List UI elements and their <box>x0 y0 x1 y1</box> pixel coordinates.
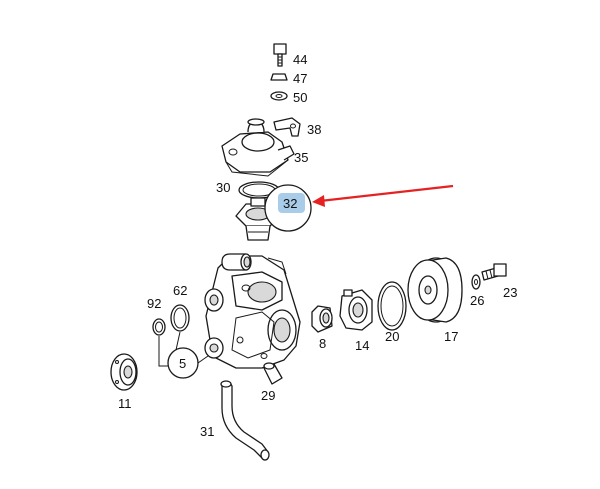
label-92: 92 <box>147 296 161 311</box>
label-5: 5 <box>179 356 186 371</box>
label-47: 47 <box>293 71 307 86</box>
part-29-plug <box>263 362 283 385</box>
part-92-o-ring <box>152 318 166 336</box>
water-pump-housing <box>204 253 301 369</box>
part-26-washer <box>471 274 481 290</box>
label-14: 14 <box>355 338 369 353</box>
label-23: 23 <box>503 285 517 300</box>
part-20-o-ring <box>377 281 407 331</box>
label-50: 50 <box>293 90 307 105</box>
label-30: 30 <box>216 180 230 195</box>
label-8: 8 <box>319 336 326 351</box>
part-32-callout <box>264 184 312 232</box>
label-44: 44 <box>293 52 307 67</box>
part-47-washer <box>270 73 288 81</box>
part-14-seal <box>339 289 373 331</box>
label-20: 20 <box>385 329 399 344</box>
part-35-thermostat-housing <box>221 118 295 177</box>
part-23-bolt <box>481 263 507 281</box>
label-31: 31 <box>200 424 214 439</box>
label-32: 32 <box>283 196 297 211</box>
part-5-callout <box>158 331 209 379</box>
label-29: 29 <box>261 388 275 403</box>
label-38: 38 <box>307 122 321 137</box>
label-26: 26 <box>470 293 484 308</box>
part-62-o-ring <box>170 304 190 332</box>
label-35: 35 <box>294 150 308 165</box>
label-11: 11 <box>118 396 132 411</box>
part-31-hose <box>220 380 270 461</box>
label-62: 62 <box>173 283 187 298</box>
label-17: 17 <box>444 329 458 344</box>
part-50-washer <box>270 91 288 101</box>
part-17-pulley <box>407 257 463 323</box>
part-11-flange <box>110 353 138 391</box>
highlight-arrow <box>312 184 454 207</box>
part-8-bushing <box>311 305 333 333</box>
part-44-bolt <box>273 43 287 67</box>
part-38-bracket <box>273 117 301 137</box>
